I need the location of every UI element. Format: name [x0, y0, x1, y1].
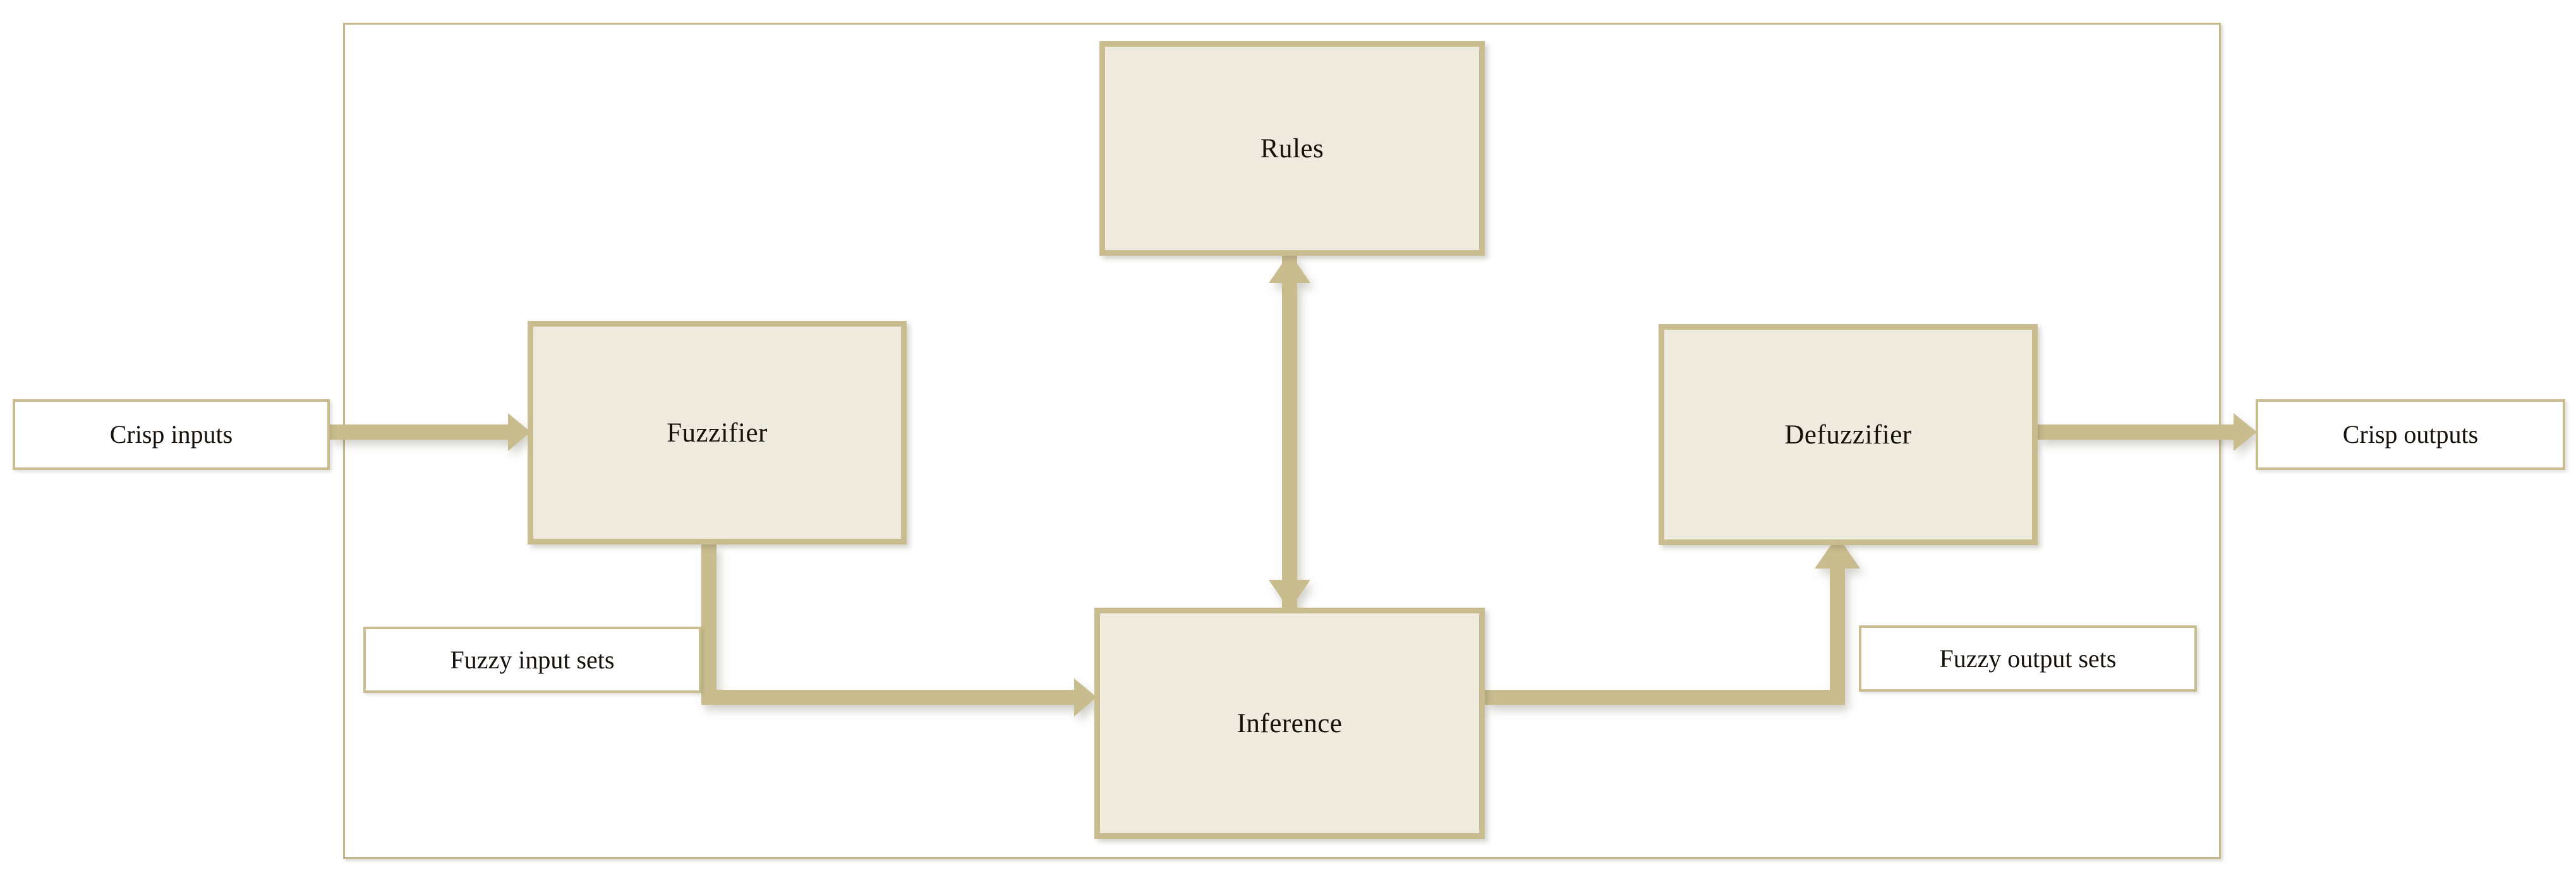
block-inference[interactable]: Inference [1094, 608, 1485, 839]
io-box-crisp-inputs-label: Crisp inputs [109, 420, 233, 449]
annotation-fuzzy-output-sets[interactable]: Fuzzy output sets [1859, 625, 2197, 692]
annotation-fuzzy-input-sets[interactable]: Fuzzy input sets [363, 627, 701, 693]
block-rules-label: Rules [1260, 133, 1324, 164]
annotation-fuzzy-input-sets-label: Fuzzy input sets [450, 645, 615, 674]
block-inference-label: Inference [1237, 708, 1343, 738]
block-defuzzifier-label: Defuzzifier [1784, 419, 1912, 450]
io-box-crisp-outputs-label: Crisp outputs [2342, 420, 2479, 449]
block-rules[interactable]: Rules [1099, 41, 1485, 256]
io-box-crisp-inputs[interactable]: Crisp inputs [13, 399, 330, 470]
annotation-fuzzy-output-sets-label: Fuzzy output sets [1939, 644, 2117, 673]
io-box-crisp-outputs[interactable]: Crisp outputs [2256, 399, 2565, 470]
block-fuzzifier-label: Fuzzifier [667, 418, 768, 448]
fuzzy-system-boundary [343, 23, 2221, 859]
block-defuzzifier[interactable]: Defuzzifier [1659, 324, 2038, 545]
block-fuzzifier[interactable]: Fuzzifier [528, 321, 907, 545]
